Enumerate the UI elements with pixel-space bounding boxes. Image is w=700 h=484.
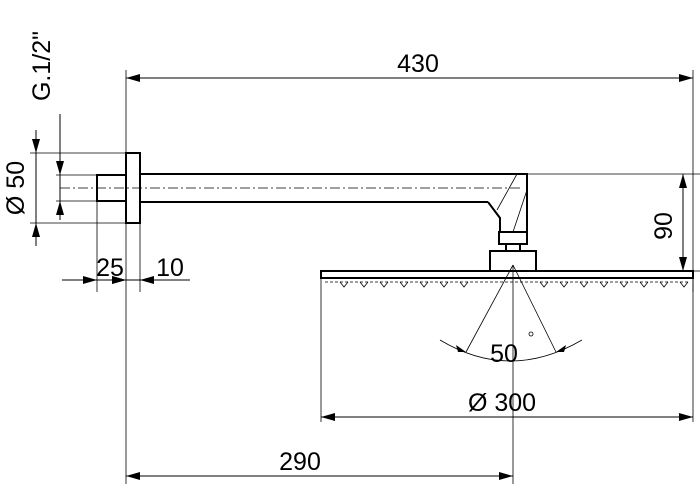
- shower-head: [320, 264, 694, 372]
- spray-angle-arc: [439, 339, 583, 362]
- dim-text-25: 25: [96, 254, 124, 282]
- dim-text-50: Ø 50: [2, 161, 30, 215]
- dimension-lines: [30, 70, 700, 484]
- shower-arm: [60, 152, 537, 272]
- spray-line-right: [512, 264, 557, 353]
- dim-text-10: 10: [156, 254, 184, 282]
- dim-text-290: 290: [279, 448, 321, 476]
- dim-text-thread: G.1/2": [28, 31, 56, 101]
- spray-line-left: [465, 264, 514, 353]
- dim-text-300: Ø 300: [468, 389, 536, 417]
- head-nut: [498, 231, 528, 245]
- nozzles: [339, 281, 689, 288]
- shower-head-plate: [320, 270, 694, 279]
- dim-text-90: 90: [650, 212, 678, 240]
- arm-elbow: [487, 173, 528, 232]
- dim-text-430: 430: [397, 50, 439, 78]
- dim-text-angle: 50: [490, 340, 518, 368]
